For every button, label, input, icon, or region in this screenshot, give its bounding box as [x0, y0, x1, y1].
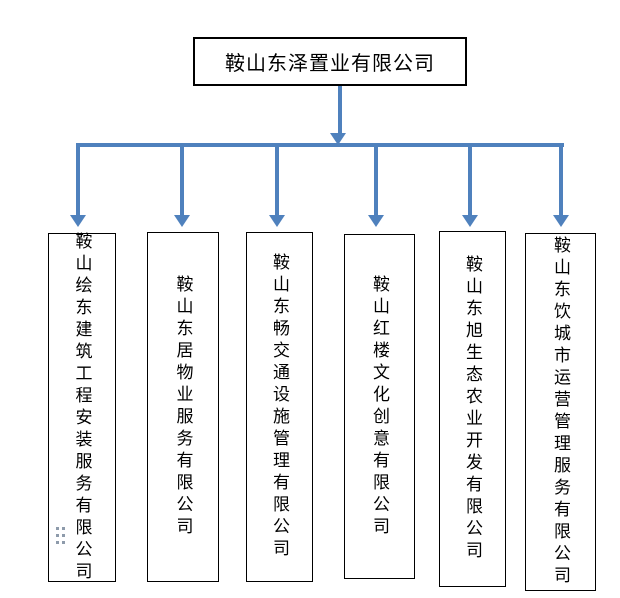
child-company-name: 鞍山东畅交通设施管理有限公司 — [269, 253, 289, 561]
child-company-name: 鞍山东居物业服务有限公司 — [172, 275, 193, 539]
connector-branch-2 — [180, 147, 184, 215]
arrow-down-icon — [330, 133, 346, 145]
child-company-name: 鞍山东旭生态农业开发有限公司 — [462, 255, 482, 563]
root-company-name: 鞍山东泽置业有限公司 — [225, 51, 435, 75]
arrow-down-icon — [174, 215, 190, 227]
org-child-box-4: 鞍山红楼文化创意有限公司 — [344, 234, 415, 579]
connector-branch-5 — [468, 147, 472, 215]
connector-branch-1 — [76, 147, 80, 215]
org-child-box-1: 鞍山绘东建筑工程安装服务有限公司 — [48, 231, 116, 584]
org-child-box-5: 鞍山东旭生态农业开发有限公司 — [439, 231, 506, 587]
connector-trunk — [338, 86, 342, 134]
dots-grid-icon — [56, 527, 59, 530]
child-company-name: 鞍山红楼文化创意有限公司 — [369, 274, 389, 539]
child-company-name: 鞍山东饮城市运营管理服务有限公司 — [550, 236, 570, 588]
arrow-down-icon — [462, 215, 478, 227]
arrow-down-icon — [269, 215, 285, 227]
connector-branch-4 — [374, 147, 378, 215]
arrow-down-icon — [368, 215, 384, 227]
arrow-down-icon — [70, 215, 86, 227]
connector-branch-3 — [275, 147, 279, 215]
org-child-box-2: 鞍山东居物业服务有限公司 — [147, 232, 219, 582]
org-root-box: 鞍山东泽置业有限公司 — [193, 37, 467, 86]
connector-branch-6 — [559, 147, 563, 215]
child-company-name: 鞍山绘东建筑工程安装服务有限公司 — [71, 231, 92, 584]
org-child-box-3: 鞍山东畅交通设施管理有限公司 — [246, 232, 313, 582]
org-child-box-6: 鞍山东饮城市运营管理服务有限公司 — [525, 233, 596, 591]
arrow-down-icon — [553, 215, 569, 227]
connector-bus — [76, 143, 564, 147]
